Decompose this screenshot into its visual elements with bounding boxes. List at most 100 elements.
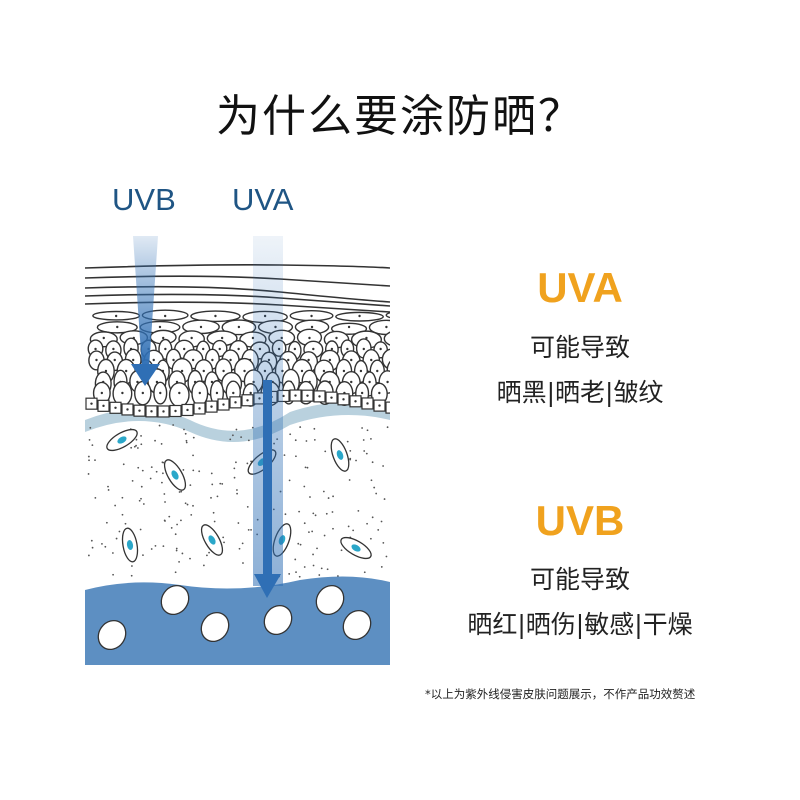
cell-nucleus — [308, 336, 311, 340]
fibroblast — [121, 527, 139, 563]
cell-nucleus — [293, 347, 297, 351]
cell-nucleus — [180, 369, 184, 373]
cell-nucleus — [347, 325, 351, 329]
uvb-heading: UVB — [535, 497, 625, 544]
cell-nucleus — [178, 391, 181, 395]
fibroblast — [163, 459, 187, 491]
cell-nucleus — [310, 325, 314, 329]
cell-nucleus — [214, 314, 217, 318]
cell-nucleus — [359, 369, 363, 373]
cell-nucleus — [104, 369, 108, 373]
cell-nucleus — [342, 369, 346, 373]
cell-nucleus — [368, 380, 371, 384]
cell-nucleus — [370, 358, 373, 362]
cell-nucleus — [393, 370, 395, 372]
cell-nucleus — [158, 325, 162, 329]
cell-nucleus — [379, 347, 382, 351]
cell-nucleus — [113, 358, 116, 362]
cell-nucleus — [385, 325, 388, 329]
corneum-line — [85, 264, 390, 269]
basal-cell — [385, 401, 390, 414]
cell-nucleus — [408, 315, 410, 317]
cell — [383, 331, 390, 346]
cell-nucleus — [215, 391, 219, 395]
cell-nucleus — [330, 347, 334, 351]
cell-nucleus — [198, 391, 202, 395]
uvb-arrow — [131, 236, 160, 386]
cell-nucleus — [376, 369, 379, 373]
corneum-line — [85, 275, 390, 287]
uva-arrow — [253, 236, 283, 598]
cell-nucleus — [328, 358, 332, 362]
cell-nucleus — [190, 336, 193, 340]
cell-nucleus — [386, 380, 389, 384]
uvb-label: UVB — [112, 182, 176, 217]
cell-nucleus — [94, 347, 97, 351]
cell-nucleus — [220, 336, 224, 340]
cell-nucleus — [163, 314, 167, 318]
fibroblast — [330, 438, 350, 472]
cell-nucleus — [310, 314, 313, 318]
cell-nucleus — [152, 358, 155, 362]
cell-nucleus — [287, 358, 290, 362]
cell-nucleus — [210, 380, 214, 384]
page-title: 为什么要涂防晒？ — [216, 91, 584, 142]
cell-nucleus — [358, 314, 361, 318]
cell-nucleus — [218, 347, 221, 351]
cell-nucleus — [114, 314, 118, 318]
cell-nucleus — [378, 391, 381, 395]
cell-nucleus — [191, 358, 195, 362]
cell-nucleus — [100, 391, 104, 395]
cell-nucleus — [243, 369, 246, 373]
fat-cell — [200, 611, 230, 643]
cell-nucleus — [121, 391, 124, 395]
cell-nucleus — [312, 347, 315, 351]
cell — [168, 382, 190, 408]
cell-nucleus — [211, 358, 214, 362]
cell-nucleus — [112, 347, 115, 351]
fibroblast — [200, 524, 224, 556]
cell-nucleus — [141, 391, 145, 395]
dermis-dots — [87, 424, 389, 580]
cell — [381, 348, 390, 370]
uvb-subtitle: 可能导致 — [529, 565, 630, 594]
cell-nucleus — [350, 380, 353, 384]
cell-nucleus — [391, 359, 393, 361]
cell-nucleus — [102, 336, 105, 340]
fibroblast — [106, 428, 138, 452]
fat-cell — [263, 604, 293, 636]
cell-nucleus — [164, 347, 167, 351]
cell-nucleus — [249, 391, 252, 395]
fat-cell — [97, 619, 127, 651]
cell-nucleus — [162, 336, 165, 340]
cell-nucleus — [362, 347, 365, 351]
cell-nucleus — [307, 358, 310, 362]
cell-nucleus — [232, 391, 235, 395]
cell-nucleus — [229, 358, 232, 362]
fat-cells — [97, 584, 372, 651]
corneum-line — [85, 301, 390, 313]
cell-nucleus — [201, 347, 205, 351]
cell-nucleus — [159, 391, 162, 395]
cell-nucleus — [346, 347, 349, 351]
cell-nucleus — [335, 336, 338, 340]
cell-nucleus — [95, 358, 98, 362]
cell-nucleus — [136, 380, 139, 384]
cell-nucleus — [222, 369, 225, 373]
fat-cell — [342, 609, 372, 641]
cell-nucleus — [202, 369, 205, 373]
corneum-line — [85, 293, 390, 307]
cell-nucleus — [199, 325, 203, 329]
uvb-effects: 晒红|晒伤|敏感|干燥 — [467, 610, 693, 639]
cell — [385, 312, 390, 319]
fibroblast — [340, 536, 372, 560]
cell-nucleus — [300, 369, 304, 373]
stratum-corneum-lines — [85, 264, 390, 313]
fat-cell — [315, 584, 345, 616]
cell-nucleus — [172, 358, 175, 362]
cell-nucleus — [182, 347, 186, 351]
cell-nucleus — [132, 358, 135, 362]
cell-nucleus — [237, 325, 241, 329]
uva-subtitle: 可能导致 — [529, 333, 630, 362]
